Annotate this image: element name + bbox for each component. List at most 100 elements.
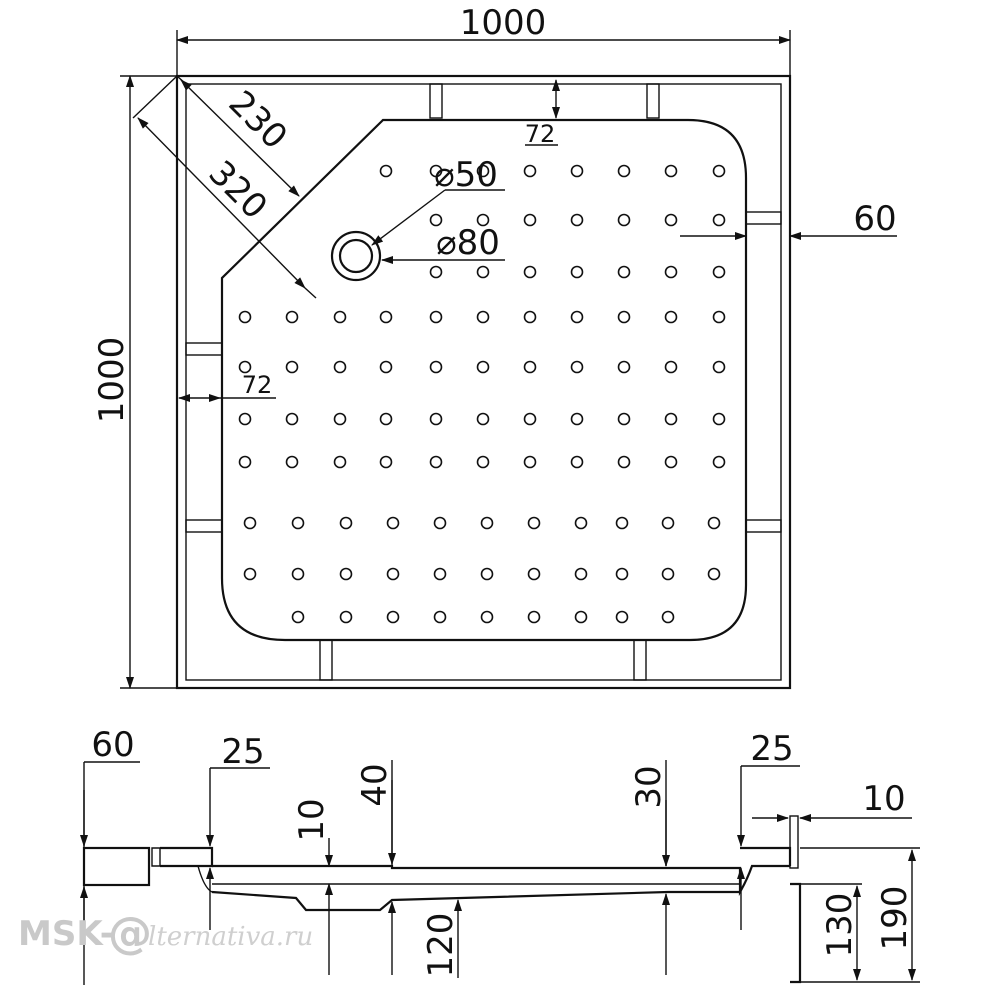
anti-slip-dot xyxy=(617,412,631,426)
anti-slip-dot xyxy=(664,412,678,426)
section-right-apron xyxy=(790,882,802,984)
tray-outer-edge xyxy=(175,74,792,690)
anti-slip-dot xyxy=(333,412,347,426)
anti-slip-dot xyxy=(712,213,726,227)
anti-slip-dot xyxy=(476,455,490,469)
anti-slip-dot xyxy=(570,213,584,227)
dim-right-wall-text: 10 xyxy=(862,779,905,819)
anti-slip-dot xyxy=(480,610,494,624)
dim-left-rim-text: 60 xyxy=(91,725,134,765)
anti-slip-dot xyxy=(386,610,400,624)
anti-slip-dot xyxy=(570,412,584,426)
dim-corner-320-text: 320 xyxy=(201,153,275,227)
anti-slip-dot xyxy=(238,360,252,374)
section-right-flange xyxy=(740,846,792,866)
dim-total-height-text: 190 xyxy=(875,886,915,951)
anti-slip-dot xyxy=(570,360,584,374)
anti-slip-dot xyxy=(615,516,629,530)
anti-slip-dot xyxy=(339,610,353,624)
anti-slip-dot xyxy=(712,310,726,324)
anti-slip-dot xyxy=(527,567,541,581)
anti-slip-dot xyxy=(527,610,541,624)
anti-slip-dot xyxy=(570,265,584,279)
anti-slip-dot xyxy=(476,360,490,374)
anti-slip-dot xyxy=(664,455,678,469)
anti-slip-dot xyxy=(429,310,443,324)
anti-slip-dot xyxy=(429,412,443,426)
watermark-prefix: MSK- xyxy=(18,914,114,954)
rib-top-right xyxy=(646,83,660,119)
anti-slip-dot xyxy=(712,455,726,469)
anti-slip-dot xyxy=(433,567,447,581)
anti-slip-dot xyxy=(661,610,675,624)
anti-slip-dot xyxy=(379,310,393,324)
anti-slip-dot xyxy=(476,213,490,227)
anti-slip-dot xyxy=(386,516,400,530)
anti-slip-dot xyxy=(333,310,347,324)
dim-right-lip-text: 25 xyxy=(750,729,793,769)
leader-drain-inner xyxy=(371,189,446,246)
anti-slip-dot xyxy=(429,360,443,374)
anti-slip-dot xyxy=(615,610,629,624)
anti-slip-dot xyxy=(574,567,588,581)
tray-inner-edge xyxy=(185,83,782,681)
drain-outer-text: ⌀80 xyxy=(436,223,500,263)
anti-slip-dot xyxy=(712,360,726,374)
anti-slip-dot xyxy=(712,265,726,279)
anti-slip-dot xyxy=(480,567,494,581)
anti-slip-dot xyxy=(664,164,678,178)
dim-leg-text: 120 xyxy=(421,913,461,978)
section-tray-body xyxy=(212,864,790,897)
anti-slip-dot xyxy=(574,516,588,530)
anti-slip-dot xyxy=(574,610,588,624)
anti-slip-dot xyxy=(523,310,537,324)
dim-ext-corner xyxy=(132,75,178,119)
dim-left-lip-text: 25 xyxy=(221,732,264,772)
rib-top-left xyxy=(429,83,443,119)
rib-right-upper xyxy=(745,211,782,225)
anti-slip-dot xyxy=(617,265,631,279)
anti-slip-dot xyxy=(476,265,490,279)
anti-slip-dot xyxy=(707,567,721,581)
rib-bottom-right xyxy=(633,639,647,681)
anti-slip-dot xyxy=(617,164,631,178)
anti-slip-dot xyxy=(238,310,252,324)
drain-outer-ring xyxy=(330,230,382,282)
anti-slip-dot xyxy=(523,213,537,227)
anti-slip-dot xyxy=(379,164,393,178)
dim-floor-step-text: 10 xyxy=(292,798,332,841)
anti-slip-dot xyxy=(617,360,631,374)
anti-slip-dot xyxy=(243,567,257,581)
anti-slip-dot xyxy=(664,213,678,227)
anti-slip-dot xyxy=(285,310,299,324)
watermark: MSK- @ lternativa.ru xyxy=(18,908,313,959)
support-ribs xyxy=(185,83,782,681)
anti-slip-dot xyxy=(617,455,631,469)
anti-slip-dots xyxy=(238,164,726,624)
anti-slip-dot xyxy=(476,164,490,178)
anti-slip-dot xyxy=(379,412,393,426)
anti-slip-dot xyxy=(291,610,305,624)
dim-corner-230-text: 230 xyxy=(221,83,295,157)
anti-slip-dot xyxy=(238,412,252,426)
dim-line-corner-320 xyxy=(137,117,306,289)
section-right-wall xyxy=(789,815,799,869)
dim-top-flange-text: 72 xyxy=(525,120,556,148)
dim-right-gap-text: 60 xyxy=(853,199,896,239)
anti-slip-dot xyxy=(339,567,353,581)
anti-slip-dot xyxy=(523,412,537,426)
section-left-lip xyxy=(160,865,213,893)
anti-slip-dot xyxy=(664,265,678,279)
anti-slip-dot xyxy=(429,164,443,178)
anti-slip-dot xyxy=(570,455,584,469)
dim-right-depth-text: 30 xyxy=(629,765,669,808)
dim-width-text: 1000 xyxy=(460,3,547,43)
anti-slip-dot xyxy=(712,412,726,426)
anti-slip-dot xyxy=(433,610,447,624)
anti-slip-dot xyxy=(476,412,490,426)
anti-slip-dot xyxy=(476,310,490,324)
anti-slip-dot xyxy=(712,164,726,178)
drain-inner-text: ⌀50 xyxy=(434,155,498,195)
anti-slip-dot xyxy=(285,412,299,426)
